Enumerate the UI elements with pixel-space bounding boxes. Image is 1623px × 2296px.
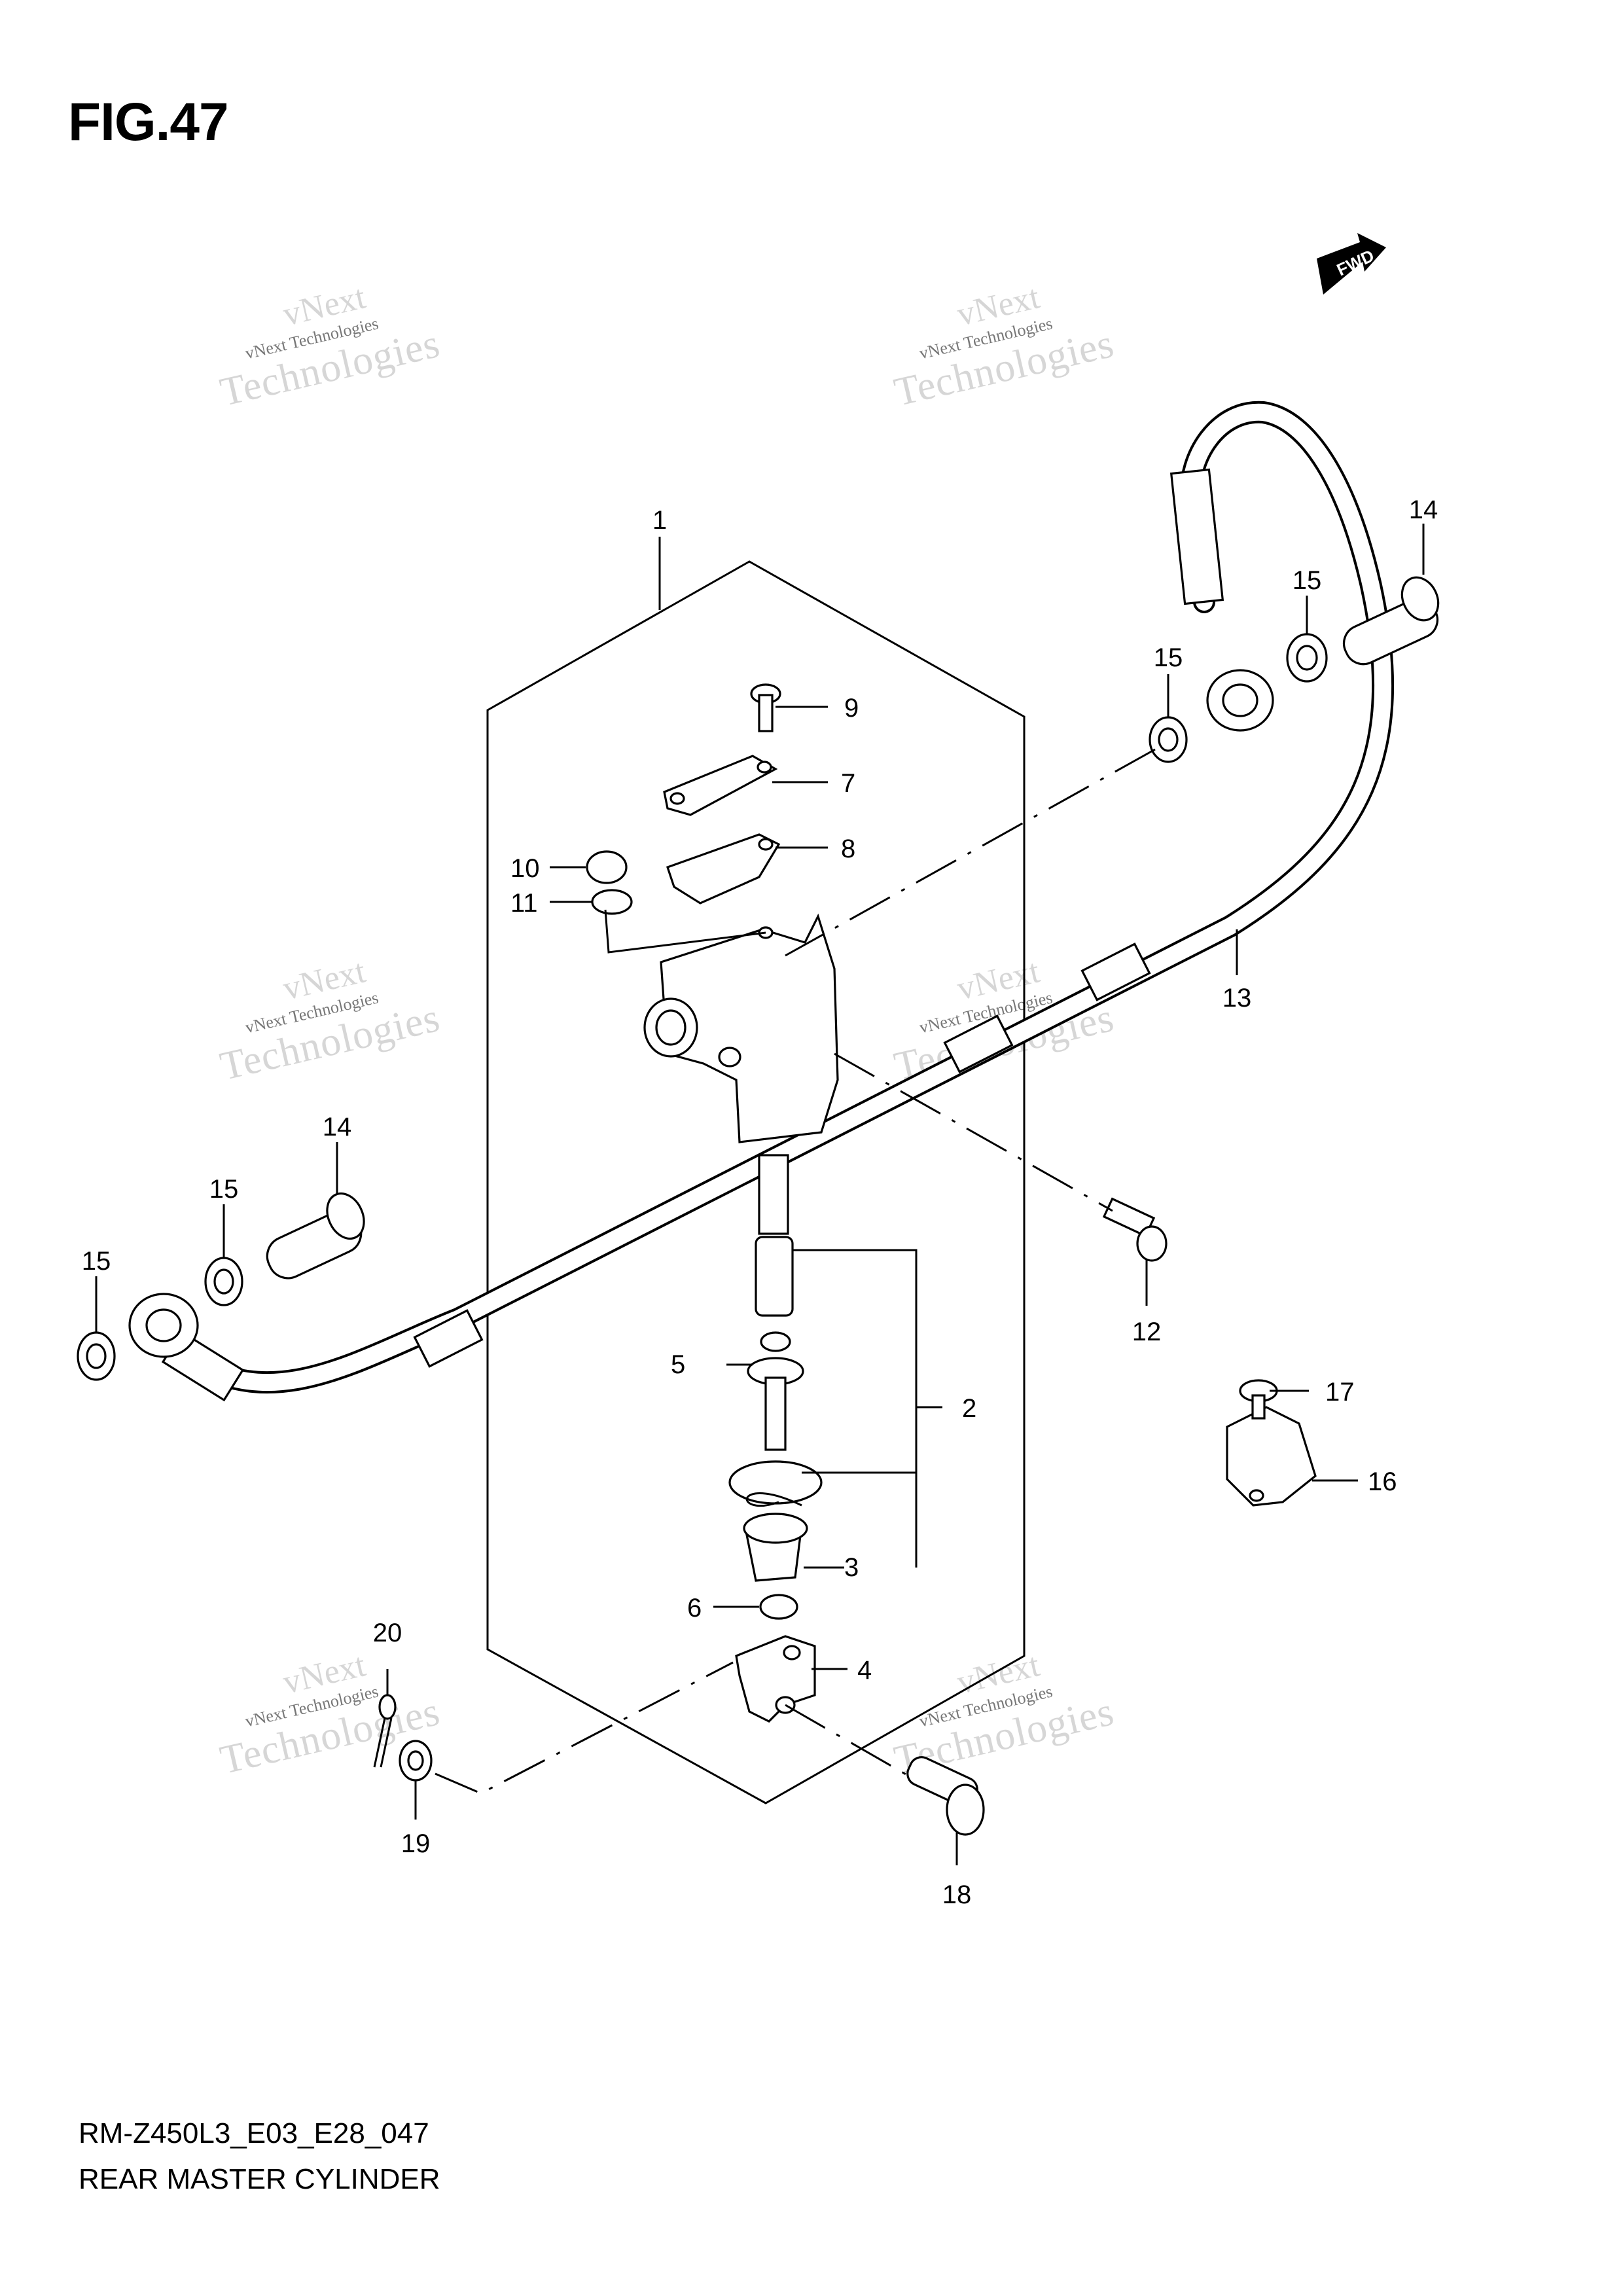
callout-4: 4	[857, 1656, 872, 1685]
callout-5: 5	[671, 1350, 685, 1379]
cap-10	[586, 850, 628, 884]
reservoir-diaphragm	[666, 833, 781, 905]
gasket-4	[1286, 633, 1328, 683]
banjo-fitting-upper	[1206, 669, 1274, 732]
pushrod-5	[747, 1331, 804, 1451]
center-lines	[435, 748, 1156, 1795]
bolt-12	[1102, 1197, 1168, 1262]
callout-9: 9	[844, 694, 859, 723]
master-cylinder-body	[643, 913, 839, 1143]
callout-10: 10	[510, 854, 540, 883]
callout-15-c: 15	[209, 1175, 239, 1204]
callout-15-b: 15	[1154, 643, 1183, 672]
piston-spring	[755, 1154, 794, 1317]
reservoir-cap	[663, 755, 778, 816]
nut-6	[759, 1594, 798, 1620]
callout-3: 3	[844, 1553, 859, 1582]
circlip-2	[728, 1460, 823, 1507]
callout-2: 2	[962, 1394, 976, 1423]
figure-code: RM-Z450L3_E03_E28_047	[79, 2117, 429, 2149]
pin-18	[906, 1756, 985, 1836]
callout-12: 12	[1132, 1318, 1162, 1346]
circlip-11	[591, 889, 633, 915]
gasket-2	[204, 1257, 243, 1306]
callout-1: 1	[652, 506, 667, 535]
washer-19	[399, 1740, 433, 1782]
fwd-arrow-icon: FWD	[1317, 233, 1386, 295]
callout-15-d: 15	[82, 1247, 111, 1276]
callout-17: 17	[1325, 1378, 1355, 1407]
clamp-16	[1226, 1406, 1317, 1507]
callout-6: 6	[687, 1594, 702, 1623]
callout-13: 13	[1222, 984, 1252, 1013]
figure-title: FIG.47	[68, 92, 229, 152]
callout-8: 8	[841, 834, 855, 863]
union-bolt-right	[1342, 576, 1440, 666]
callout-19: 19	[401, 1829, 431, 1858]
callout-labels: 1 2 3 4 5 6 7 8 9 10 11 12 13 14 14 15 1…	[82, 495, 1438, 1909]
union-bolt-left	[266, 1192, 365, 1280]
screw-9	[750, 683, 781, 732]
leader-lines	[95, 524, 1425, 1865]
boot-3	[743, 1513, 808, 1582]
gasket-1	[77, 1331, 116, 1381]
callout-16: 16	[1368, 1467, 1397, 1496]
callout-14-right: 14	[1409, 495, 1438, 524]
figure-caption: REAR MASTER CYLINDER	[79, 2163, 440, 2195]
callout-20: 20	[373, 1619, 402, 1647]
assembly-frame	[486, 560, 1026, 1804]
cotter-pin-20	[373, 1694, 397, 1768]
gasket-3	[1149, 716, 1188, 763]
callout-14-left: 14	[323, 1113, 352, 1141]
callout-11: 11	[510, 889, 538, 918]
callout-7: 7	[841, 769, 855, 798]
screw-17	[1239, 1379, 1278, 1420]
callout-18: 18	[942, 1880, 972, 1909]
clevis-4	[735, 1635, 816, 1723]
brake-hose	[161, 401, 1395, 1402]
callout-15-a: 15	[1293, 566, 1322, 595]
banjo-fitting-lower	[128, 1293, 199, 1358]
